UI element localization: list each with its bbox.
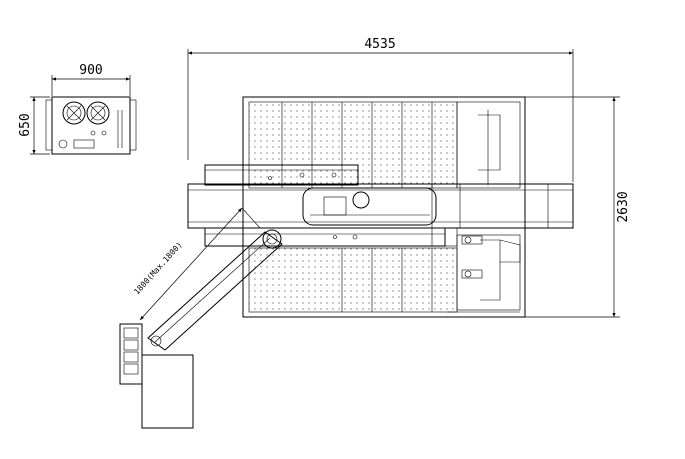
controller-depth-dimension: 650 <box>18 96 50 155</box>
fan-icon <box>86 101 110 125</box>
main-width-dimension: 4535 <box>187 37 574 182</box>
controller-width-label: 900 <box>79 63 102 78</box>
fan-icon <box>62 101 86 125</box>
controller-width-dimension: 900 <box>51 63 131 96</box>
upper-table <box>248 101 458 189</box>
operator-stand <box>119 323 194 429</box>
arm-pivot-icon <box>262 229 282 249</box>
lower-table <box>248 247 458 313</box>
gantry-beam <box>187 183 574 229</box>
spindle-icon <box>352 191 370 209</box>
cutting-head <box>302 187 437 226</box>
controller-cabinet <box>45 96 137 155</box>
controller-depth-label: 650 <box>18 113 33 136</box>
control-panel <box>119 323 143 385</box>
stand-base <box>141 354 194 429</box>
upper-carriage <box>204 164 359 186</box>
machine-frame <box>242 96 526 318</box>
main-depth-label: 2630 <box>616 191 631 222</box>
main-depth-dimension: 2630 <box>525 96 631 318</box>
main-width-label: 4535 <box>364 37 395 52</box>
arm-reach-label: 1800(Max.1800) <box>132 240 184 296</box>
